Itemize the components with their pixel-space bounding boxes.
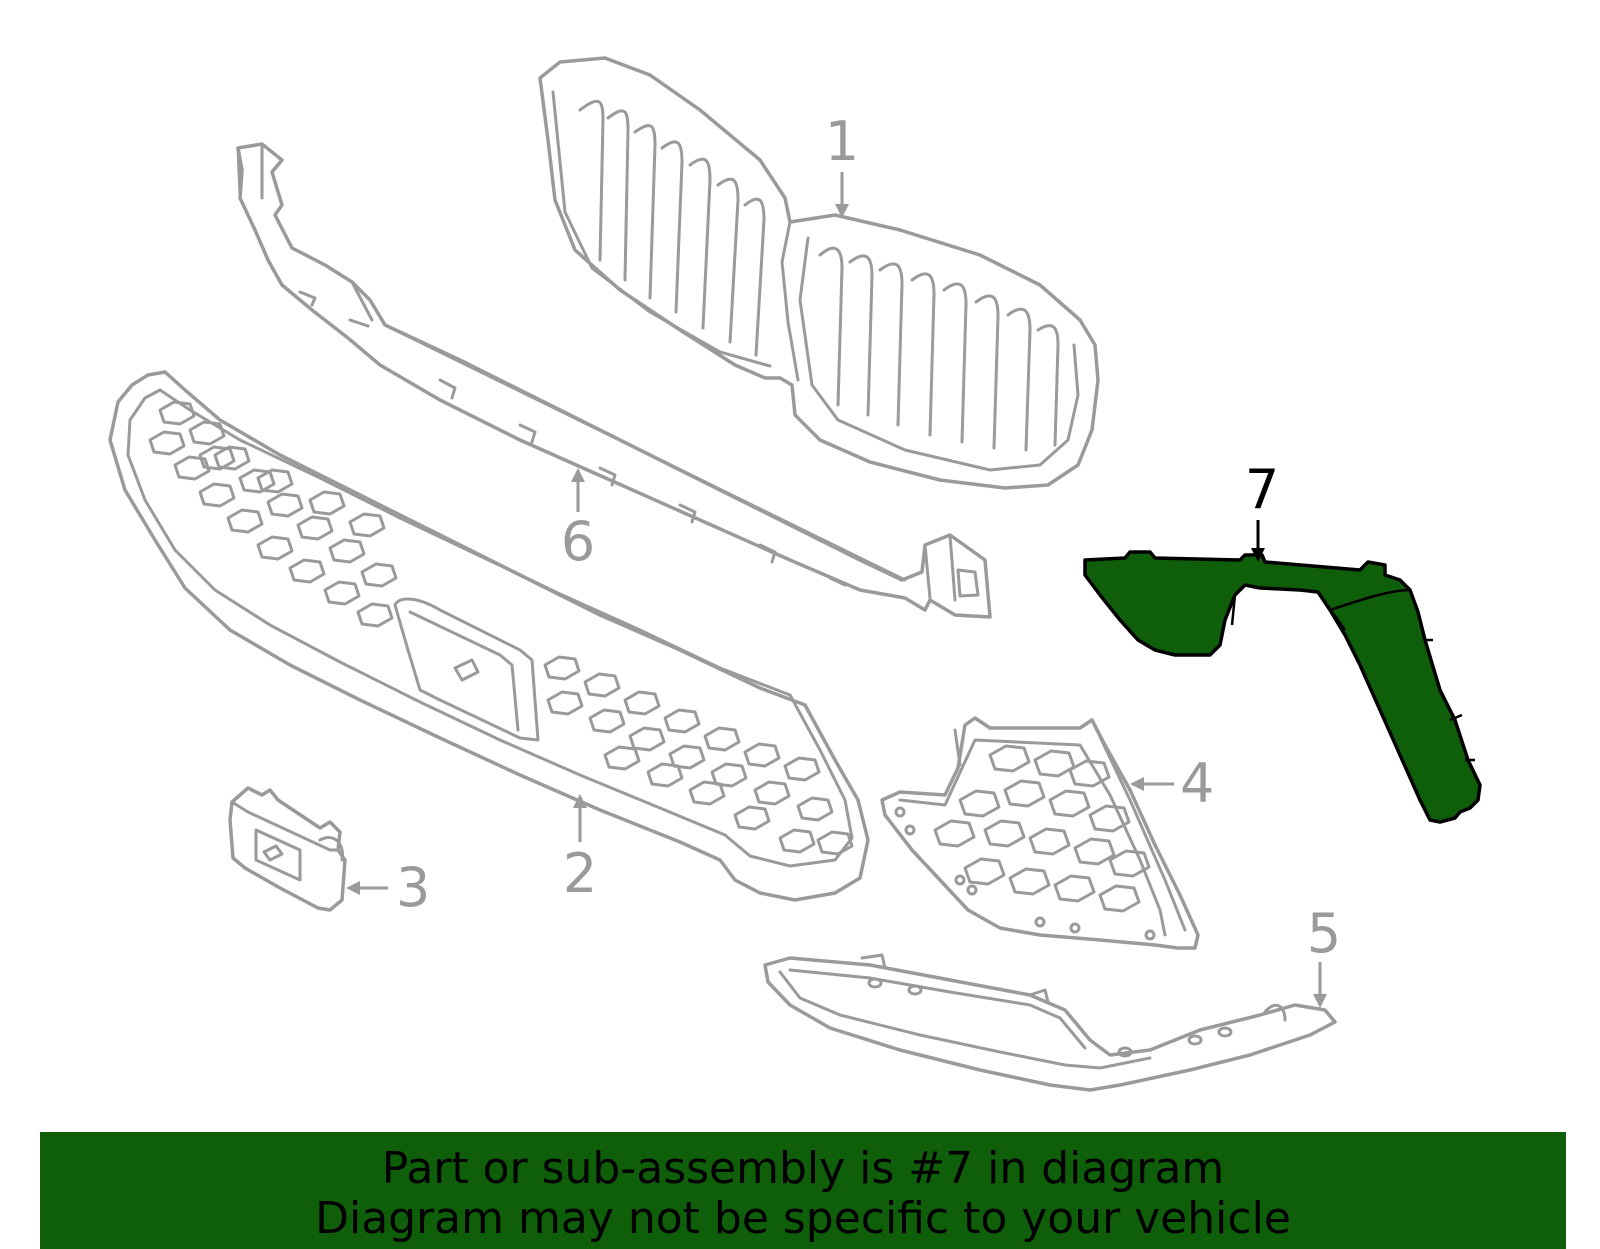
callout-7-number: 7 (1245, 458, 1279, 521)
callout-1-number: 1 (825, 110, 859, 173)
callout-3-number: 3 (396, 856, 430, 919)
banner-line-2: Diagram may not be specific to your vehi… (315, 1193, 1291, 1244)
banner-line-1: Part or sub-assembly is #7 in diagram (381, 1143, 1225, 1194)
honeycomb-mesh-insert (933, 744, 1151, 913)
honeycomb-mesh-left (148, 400, 398, 628)
part-4-side-grille-insert[interactable] (880, 716, 1200, 950)
part-3-sensor-bracket[interactable] (228, 786, 347, 912)
callout-3: 3 (346, 856, 430, 919)
callout-4-number: 4 (1180, 752, 1214, 815)
honeycomb-mesh-right (543, 655, 854, 856)
callout-5: 5 (1307, 902, 1341, 1008)
callout-6-number: 6 (561, 510, 595, 573)
callout-2: 2 (563, 794, 597, 905)
part-1-kidney-grille[interactable] (538, 56, 1100, 490)
callout-1: 1 (825, 110, 859, 218)
callout-2-number: 2 (563, 842, 597, 905)
part-5-lower-trim-strip[interactable] (763, 953, 1337, 1092)
callout-4: 4 (1130, 752, 1214, 815)
callout-7: 7 (1245, 458, 1279, 562)
callout-5-number: 5 (1307, 902, 1341, 965)
part-7-air-duct-highlighted[interactable] (1083, 550, 1482, 824)
callout-6: 6 (561, 468, 595, 573)
part-2-lower-grille[interactable] (108, 370, 870, 902)
parts-diagram: 1 6 2 3 4 5 7 (108, 56, 1482, 1092)
part-6-bumper-bracket[interactable] (236, 142, 992, 619)
info-banner: Part or sub-assembly is #7 in diagram Di… (40, 1132, 1566, 1249)
